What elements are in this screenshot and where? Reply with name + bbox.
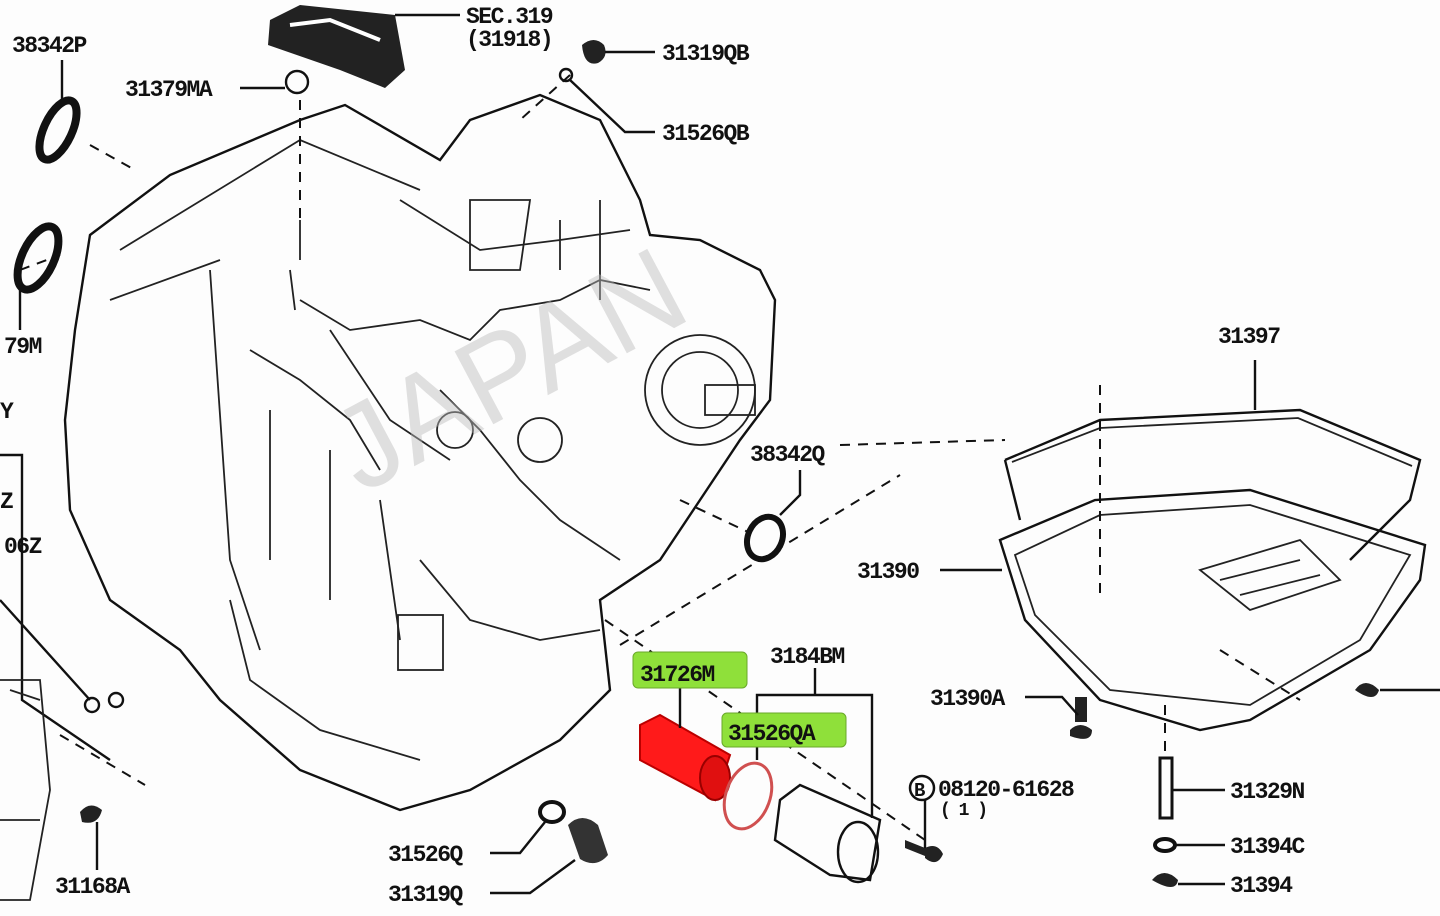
- oil-seal-38342Q: [744, 513, 786, 563]
- label-sec319[interactable]: SEC.319: [466, 4, 554, 30]
- leader-lines-left: [0, 453, 111, 761]
- nut: [1355, 683, 1379, 697]
- highlight-31726M[interactable]: [632, 651, 748, 689]
- sec319-part: [268, 5, 460, 88]
- bolt-mark: B: [914, 780, 925, 802]
- watermark: JAPAN: [310, 222, 707, 518]
- bolt-31390A: [1070, 697, 1092, 739]
- label-Y: Y: [0, 399, 14, 425]
- oring-31526QA: [722, 761, 774, 831]
- oil-seal-79M: [13, 222, 63, 294]
- oil-seal-38342P: [35, 96, 81, 164]
- seal-31379MA: [284, 69, 310, 95]
- oil-filter-31726M: [639, 713, 732, 802]
- label-31526QA[interactable]: 31526QA: [728, 721, 817, 747]
- bolt-08120-61628: [905, 840, 943, 863]
- label-31379MA: 31379MA: [125, 77, 213, 103]
- label-31394C: 31394C: [1230, 834, 1306, 860]
- bolt-31168A: [80, 805, 102, 823]
- label-31394: 31394: [1230, 873, 1293, 899]
- oil-pan-31390: [940, 360, 1427, 732]
- label-sec319-sub: (31918): [466, 27, 552, 53]
- label-Z: Z: [0, 489, 13, 515]
- label-31390A: 31390A: [930, 686, 1006, 712]
- nut-31394: [1152, 873, 1178, 887]
- label-bolt-qty: ( 1 ): [940, 801, 987, 821]
- label-3184BM: 3184BM: [770, 644, 845, 670]
- filter-cover-3184BM: [773, 783, 882, 884]
- gasket-31526Q: [538, 800, 566, 824]
- label-31526Q: 31526Q: [388, 842, 464, 868]
- label-31526QB: 31526QB: [662, 121, 750, 147]
- label-31168A: 31168A: [55, 874, 131, 900]
- oring-31526QB: [558, 67, 574, 83]
- plug-31319QB: [582, 40, 606, 64]
- drain-plug-31319Q: [568, 818, 608, 864]
- bolt-mark-circle: [908, 774, 936, 802]
- washer-31394C: [1153, 837, 1177, 853]
- label-31397: 31397: [1218, 324, 1280, 350]
- label-31390: 31390: [857, 559, 919, 585]
- label-31319QB: 31319QB: [662, 41, 750, 67]
- label-06Z: 06Z: [4, 534, 42, 560]
- label-31319Q: 31319Q: [388, 882, 464, 908]
- bolt-31329N: [1158, 756, 1174, 820]
- side-cover: [0, 679, 51, 901]
- highlight-31526QA[interactable]: [721, 712, 847, 748]
- label-31329N: 31329N: [1230, 779, 1305, 805]
- label-38342Q: 38342Q: [750, 442, 826, 468]
- label-38342P: 38342P: [12, 33, 87, 59]
- label-08120-61628: 08120-61628: [938, 777, 1074, 803]
- label-31726M[interactable]: 31726M: [640, 662, 716, 688]
- transmission-case: [19, 74, 777, 812]
- label-79M: 79M: [4, 334, 42, 360]
